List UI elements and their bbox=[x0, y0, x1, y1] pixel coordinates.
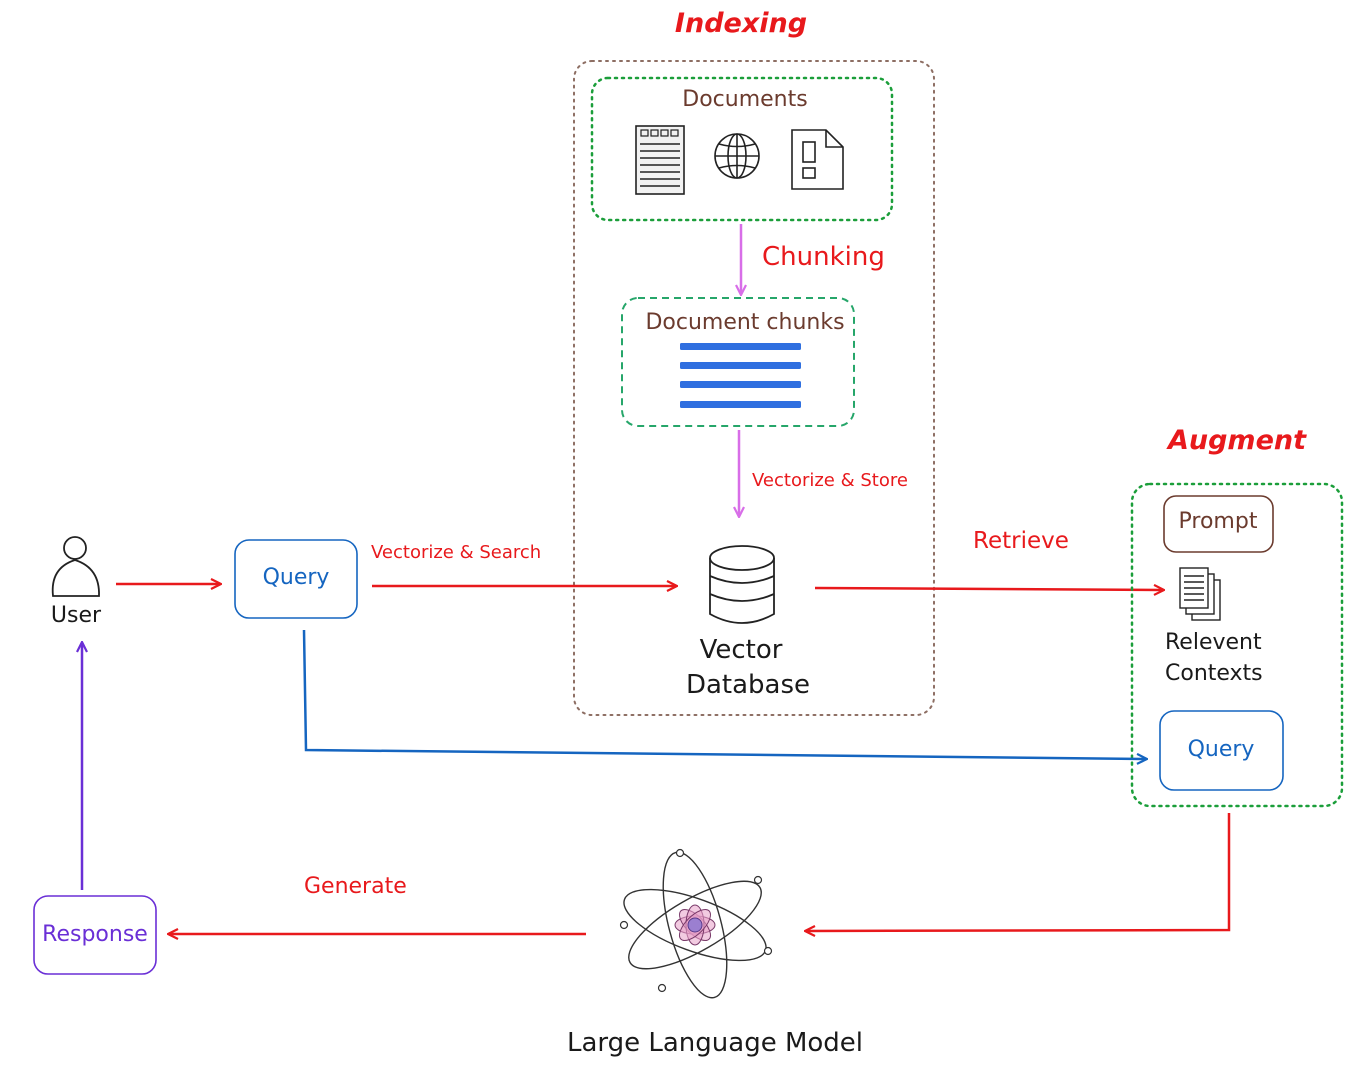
augment-query-box bbox=[1159, 710, 1284, 791]
query-box bbox=[234, 539, 358, 619]
document-chunks-label: Document chunks bbox=[645, 310, 845, 335]
generate-label: Generate bbox=[304, 874, 407, 899]
vectorize-store-label: Vectorize & Store bbox=[752, 470, 908, 491]
document-chunks-box bbox=[621, 297, 855, 427]
chunk-bar bbox=[680, 381, 801, 388]
indexing-title: Indexing bbox=[674, 8, 808, 39]
database-icon bbox=[709, 545, 775, 624]
prompt-box bbox=[1163, 495, 1274, 553]
context-documents-icon bbox=[1179, 567, 1221, 621]
relevant-contexts-label-line2: Contexts bbox=[1165, 661, 1263, 686]
prompt-label: Prompt bbox=[1178, 509, 1258, 534]
text-document-icon bbox=[635, 125, 685, 195]
response-box bbox=[33, 895, 157, 975]
chunk-bar bbox=[680, 343, 801, 350]
chunk-bar bbox=[680, 362, 801, 369]
response-label: Response bbox=[42, 922, 148, 947]
user-label: User bbox=[50, 603, 102, 628]
globe-icon bbox=[714, 133, 760, 179]
retrieve-label: Retrieve bbox=[973, 528, 1069, 554]
vector-database-label-line1: Vector bbox=[699, 635, 783, 665]
file-icon bbox=[791, 129, 844, 190]
augment-to-llm-arrow bbox=[806, 813, 1231, 931]
vector-database-label-line2: Database bbox=[685, 670, 811, 700]
query-label: Query bbox=[262, 565, 330, 590]
llm-atom-icon bbox=[619, 848, 773, 999]
indexing-container bbox=[573, 60, 935, 716]
chunk-bar bbox=[680, 401, 801, 408]
query-passthrough-arrow bbox=[302, 629, 1146, 759]
llm-label: Large Language Model bbox=[566, 1028, 864, 1058]
augment-query-label: Query bbox=[1187, 737, 1255, 762]
relevant-contexts-label-line1: Relevent bbox=[1165, 630, 1262, 655]
vectorize-search-label: Vectorize & Search bbox=[371, 542, 542, 563]
documents-label: Documents bbox=[682, 87, 808, 112]
user-icon bbox=[51, 536, 100, 597]
chunking-label: Chunking bbox=[762, 242, 885, 272]
augment-title: Augment bbox=[1167, 425, 1307, 456]
augment-container bbox=[1130, 482, 1344, 808]
documents-box bbox=[590, 76, 894, 222]
retrieve-arrow bbox=[814, 588, 1163, 590]
